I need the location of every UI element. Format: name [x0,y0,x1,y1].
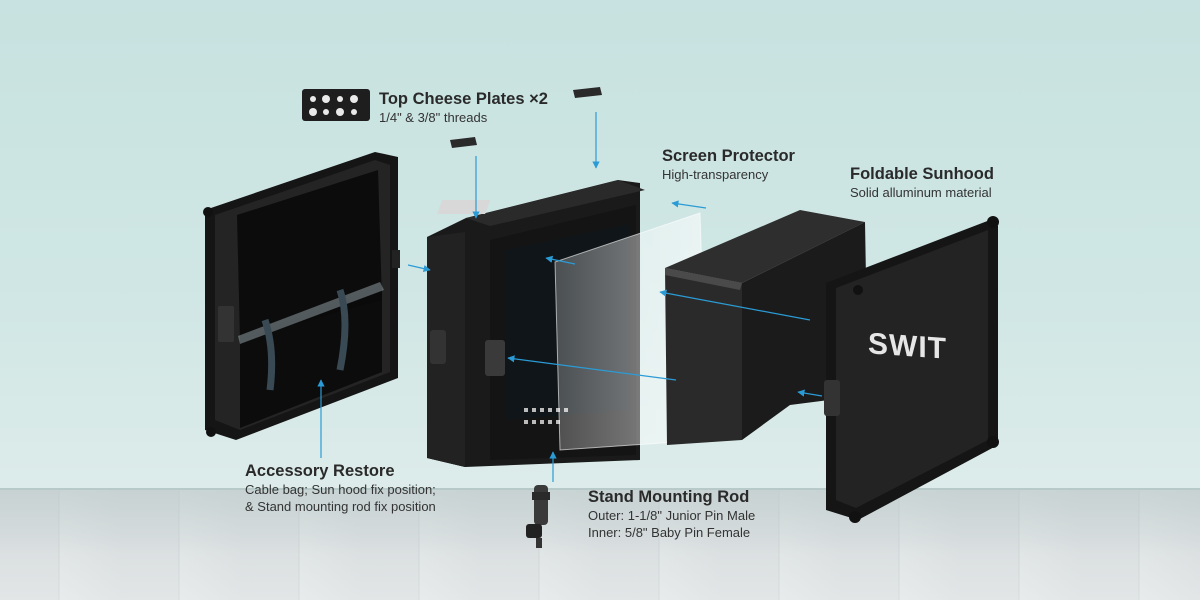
right-case-back [824,216,999,523]
label-sub-2: Inner: 5/8" Baby Pin Female [588,525,751,540]
stand-mounting-rod [526,485,550,548]
label-stand-mounting-rod: Stand Mounting Rod Outer: 1-1/8" Junior … [588,487,755,541]
label-title: Stand Mounting Rod [588,488,750,506]
left-case-lid [203,152,400,440]
horizon-line [0,488,1200,490]
label-accessory-restore: Accessory Restore Cable bag; Sun hood fi… [245,461,436,515]
label-sub: Solid alluminum material [850,185,992,200]
label-sub: High-transparency [662,167,769,182]
label-title: Foldable Sunhood [850,165,994,183]
callout-arrows [317,112,823,482]
cheese-plate-small-2 [450,137,477,148]
label-foldable-sunhood: Foldable Sunhood Solid alluminum materia… [850,164,994,201]
cheese-plate-icon [302,89,370,121]
label-sub: 1/4" & 3/8" threads [379,110,488,125]
label-cheese-plates: Top Cheese Plates ×2 1/4" & 3/8" threads [379,89,548,126]
label-sub-2: & Stand mounting rod fix position [245,499,436,514]
brand-logo: SWIT [868,327,947,366]
label-sub-1: Outer: 1-1/8" Junior Pin Male [588,508,756,523]
label-title: Accessory Restore [245,462,395,480]
cheese-plate-small-1 [573,87,602,98]
label-title: Top Cheese Plates ×2 [379,90,548,108]
label-title: Screen Protector [662,147,795,165]
floor [0,488,1200,600]
label-screen-protector: Screen Protector High-transparency [662,146,795,183]
label-sub-1: Cable bag; Sun hood fix position; [245,482,436,497]
